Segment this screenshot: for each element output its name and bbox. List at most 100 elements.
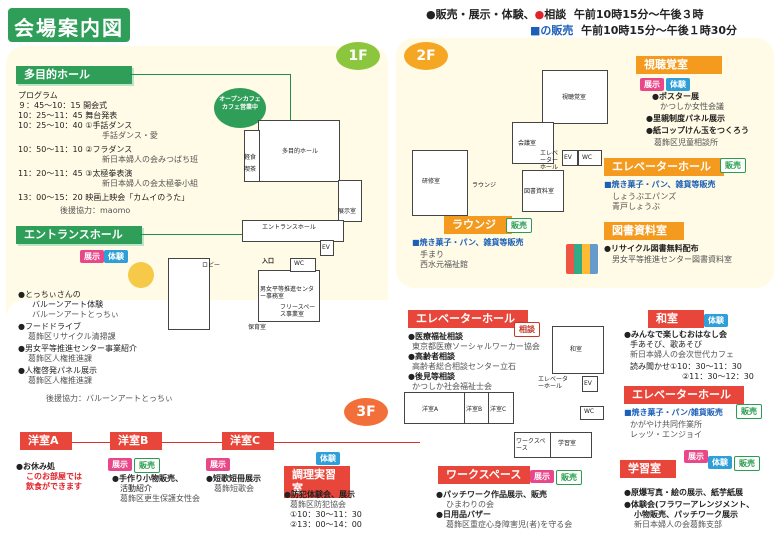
floor2-map: 視聴覚室 会議室 研修室 ラウンジ 図書資料室 EV WC エレベーターホール: [402, 60, 618, 236]
program-time: 10：25～11：45: [18, 111, 83, 120]
tag-show: 展示: [530, 470, 554, 483]
ws-label: ワークスペース: [438, 466, 530, 484]
ws-item-sub: ひまわりの会: [446, 500, 494, 509]
lounge-item-title: ■焼き菓子・パン、雑貨等販売: [412, 238, 524, 247]
tag-show: 展示: [640, 78, 664, 91]
room-entry-label: 入口: [262, 258, 275, 265]
tag-sale: 販売: [736, 404, 762, 419]
washitsu-item-title: 読み聞かせ①10：30～11：30: [630, 362, 742, 371]
evhall2-item-title: ■焼き菓子・パン、雑貨等販売: [604, 180, 716, 189]
entrance-item-title: ●フードドライブ: [18, 322, 81, 331]
program-time: 11：20～11：45: [18, 169, 83, 178]
header-time1: 午前10時15分～午後３時: [573, 8, 704, 21]
lounge-item-sub2: 西水元福祉館: [420, 260, 468, 269]
lounge-item-sub1: 手まり: [420, 250, 444, 259]
evhall3r-item-sub2: レッツ・エンジョイ: [630, 430, 702, 439]
room-washitsu-label: 和室: [570, 346, 583, 353]
room-lobby: [168, 258, 210, 330]
program-sub: 新日本婦人の会みつばち班: [102, 155, 198, 164]
av-item-title: ●里親制度パネル展示: [646, 114, 725, 123]
books-icon: [566, 244, 598, 274]
entrance-item-title: ●人権啓発パネル展示: [18, 366, 97, 375]
cafe-bubble: [214, 88, 266, 128]
entrance-connector: [140, 234, 260, 235]
evhall2-label: エレベーターホール: [604, 158, 724, 176]
chori-item-title: ●防犯体験会、展示: [284, 490, 355, 499]
evhall3l-label: エレベーターホール: [408, 310, 528, 328]
program-sub: 新日本婦人の会太極拳小組: [102, 179, 198, 188]
room-wc: [290, 258, 316, 272]
evhall3l-item-sub: かつしか社会福祉士会: [412, 382, 492, 391]
room-lounge-label: ラウンジ: [472, 182, 497, 189]
av-item-sub: 葛飾区児童相談所: [654, 138, 718, 147]
tag-sale: 販売: [134, 458, 160, 473]
floor3-map: 洋室A 洋室B 洋室C 和室 ワークスペース 学習室 EV WC エレベーターホ…: [404, 326, 618, 462]
chori-item-sub: 葛飾区防犯協会: [290, 500, 346, 509]
room-ws-label: ワークスペース: [516, 438, 546, 452]
room-ev-label: EV: [322, 244, 330, 251]
entrance-item-title: ●とっちぃさんの: [18, 290, 81, 299]
room-ya-label: 洋室A: [422, 406, 439, 413]
room-wc3-label: WC: [584, 408, 595, 415]
program-time: 10：25～10：40: [18, 121, 83, 130]
entrance-item-title: ●男女平等推進センター事業紹介: [18, 344, 137, 353]
entrance-item-sub: 葛飾区リサイクル清掃課: [28, 332, 116, 341]
washitsu-label: 和室: [648, 310, 704, 328]
floor1-map: 多目的ホール 軽食 喫茶 展示室 エントランスホール ロビー 入口 男女平等推進…: [158, 120, 372, 344]
cafe-bubble-text: オープンカフェ カフェ営業中: [219, 96, 261, 111]
washitsu-item-sub: 新日本婦人の会次世代カフェ: [630, 350, 734, 359]
entrance-item-sub: バルーンアート体験: [32, 300, 104, 309]
program-title: プログラム: [18, 91, 58, 100]
floor1-badge: 1F: [336, 42, 380, 70]
room-wc3: [580, 406, 604, 420]
room-evhall2-label: エレベーターホール: [540, 150, 559, 171]
entrance-label: エントランスホール: [16, 226, 142, 244]
tag-exp: 体験: [704, 314, 728, 327]
tag-exp: 体験: [666, 78, 690, 91]
entrance-coop: 後援協力：バルーンアートとっちぃ: [46, 394, 173, 403]
program-time: 10：50～11：10: [18, 145, 83, 154]
tag-cons: 相談: [514, 322, 540, 337]
gakushu-item-title: ●体験会(フラワーアレンジメント、: [624, 500, 755, 509]
evhall3r-item-sub1: かがやけ共同作業所: [630, 420, 702, 429]
gakushu-item-sub: 小物販売、パッチワーク展示: [634, 510, 738, 519]
library-item-sub: 男女平等推進センター図書資料室: [612, 255, 732, 264]
room-hall-label: 多目的ホール: [282, 148, 319, 155]
av-item-title: ●紙コップけん玉をつくろう: [646, 126, 749, 135]
page-title: 会場案内図: [14, 16, 124, 40]
program-item: ②フラダンス: [85, 145, 133, 154]
room-ev: [320, 240, 334, 256]
header-sale-mark: ■: [530, 24, 541, 37]
ws-item-title: ●日用品バザー: [436, 510, 491, 519]
room-office2-label: フリースペース事業室: [280, 304, 316, 318]
hall-coop: 後援協力：maomo: [60, 206, 131, 215]
header-sale-label: の販売: [540, 24, 574, 37]
tag-show: 展示: [108, 458, 132, 471]
header-line1-prefix: ●販売・展示・体験、: [426, 8, 535, 21]
tag-exp: 体験: [708, 456, 732, 469]
chori-time2: ②13：00～14：00: [290, 520, 362, 529]
room-library: [522, 170, 564, 212]
program-time: 13：00～15：20: [18, 193, 83, 202]
room-tea-label: 軽食: [244, 154, 257, 161]
washitsu-item-title: ●みんなで楽しむおはなし会: [624, 330, 727, 339]
lounge-label: ラウンジ: [444, 216, 512, 234]
av-label: 視聴覚室: [636, 56, 722, 74]
floor2-badge: 2F: [404, 42, 448, 70]
tag-show: 展示: [684, 450, 708, 463]
ws-item-sub: 葛飾区重症心身障害児(者)を守る会: [446, 520, 573, 529]
room-yc: [488, 392, 514, 424]
room-yc-label: 洋室C: [490, 406, 507, 413]
room-meeting: [512, 122, 554, 164]
header-line2: ■の販売 午前10時15分～午後１時30分: [530, 24, 737, 38]
room-office: [258, 270, 320, 322]
room-office-label: 男女平等推進センター事務室: [260, 286, 315, 300]
washitsu-item-title: 手あそび、歌あそび: [630, 340, 702, 349]
floor3-badge: 3F: [344, 398, 388, 426]
f3-connector: [20, 442, 420, 443]
gakushu-item-sub: 新日本婦人の会葛飾支部: [634, 520, 722, 529]
av-item-sub: かつしか女性会議: [660, 102, 724, 111]
room-wc-label: WC: [294, 260, 305, 267]
library-item-title: ●リサイクル図書無料配布: [604, 244, 699, 253]
washitsu-item-sub: ②11：30～12：30: [682, 372, 754, 381]
